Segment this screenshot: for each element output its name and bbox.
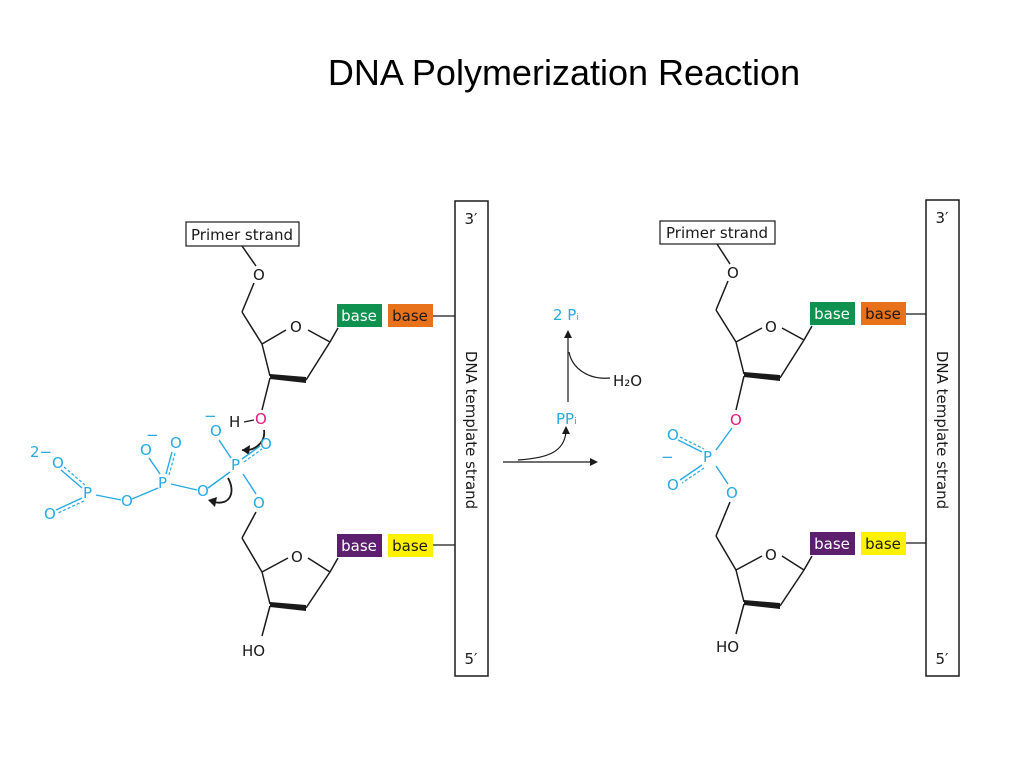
right-lower-base-purple: base: [810, 532, 855, 555]
left-panel: Primer strand O O base base: [30, 200, 489, 677]
left-attacking-oxygen: O: [255, 410, 267, 428]
left-upper-base-orange: base: [388, 304, 433, 327]
left-upper-ring-oxygen: O: [290, 318, 302, 336]
ester-oxygen: O: [726, 484, 738, 502]
left-lower-base-yellow: base: [388, 534, 433, 557]
left-primer-strand-box: Primer strand: [185, 221, 300, 247]
water-label: H₂O: [613, 372, 642, 390]
page-title: DNA Polymerization Reaction: [327, 52, 801, 93]
phosphorus-1: P: [83, 484, 92, 502]
ester-oxygen: O: [253, 494, 265, 512]
phosphate-oxygen: O: [170, 434, 182, 452]
right-bridging-oxygen: O: [730, 411, 742, 429]
reaction-arrow: PPᵢ H₂O 2 Pᵢ: [503, 306, 642, 466]
minus-sign: −: [204, 407, 217, 425]
minus-sign: −: [146, 426, 159, 444]
phosphorus-2: P: [158, 474, 167, 492]
left-lower-ring-oxygen: O: [291, 548, 303, 566]
phosphate-oxygen: O: [210, 422, 222, 440]
phosphate-oxygen: O: [140, 441, 152, 459]
right-lower-base-yellow: base: [861, 532, 906, 555]
left-lower-sugar: O: [261, 548, 339, 637]
left-lower-base-purple: base: [337, 534, 382, 557]
left-template-strand: 3′ 5′ DNA template strand: [454, 200, 489, 677]
template-strand-label: DNA template strand: [462, 351, 480, 509]
template-3prime: 3′: [465, 210, 479, 228]
right-3prime-hydroxyl: HO: [716, 638, 739, 656]
template-5prime: 5′: [936, 650, 950, 668]
base-label: base: [341, 307, 377, 325]
base-label: base: [392, 307, 428, 325]
right-phosphate: O − P O O: [661, 426, 738, 502]
base-label: base: [341, 537, 377, 555]
base-label: base: [392, 537, 428, 555]
left-upper-base-green: base: [337, 304, 382, 327]
template-5prime: 5′: [465, 650, 479, 668]
right-lower-ring-oxygen: O: [765, 546, 777, 564]
right-panel: Primer strand O O base base O O: [659, 199, 960, 677]
base-label: base: [814, 305, 850, 323]
right-phosphorus: P: [703, 448, 712, 466]
right-upper-sugar: O: [735, 318, 813, 411]
pyrophosphate-label: PPᵢ: [556, 410, 577, 428]
phosphate-oxygen: O: [44, 505, 56, 523]
phosphate-oxygen: O: [667, 426, 679, 444]
right-template-strand: 3′ 5′ DNA template strand: [925, 199, 960, 677]
left-upper-sugar: O: [261, 318, 339, 411]
phosphate-product-label: 2 Pᵢ: [553, 306, 579, 324]
minus-sign: −: [661, 448, 674, 466]
template-3prime: 3′: [936, 209, 950, 227]
right-lower-sugar: O: [735, 546, 813, 635]
right-primer-strand-box: Primer strand: [659, 220, 776, 245]
template-strand-label: DNA template strand: [933, 351, 951, 509]
right-link-oxygen: O: [727, 264, 739, 282]
right-upper-ring-oxygen: O: [765, 318, 777, 336]
phosphate-oxygen: O: [260, 435, 272, 453]
left-hydroxyl-h: H: [229, 413, 240, 431]
base-label: base: [865, 535, 901, 553]
left-link-oxygen: O: [253, 266, 265, 284]
phosphate-oxygen: O: [667, 476, 679, 494]
right-primer-strand-label: Primer strand: [666, 224, 768, 242]
base-label: base: [865, 305, 901, 323]
charge-2minus: 2−: [30, 443, 52, 461]
left-primer-strand-label: Primer strand: [191, 226, 293, 244]
right-upper-base-orange: base: [861, 302, 906, 325]
base-label: base: [814, 535, 850, 553]
phosphate-oxygen: O: [52, 454, 64, 472]
left-3prime-hydroxyl: HO: [242, 642, 265, 660]
phosphorus-alpha: P: [231, 456, 240, 474]
bridge-oxygen: O: [121, 492, 133, 510]
bridge-oxygen: O: [197, 482, 209, 500]
right-upper-base-green: base: [810, 302, 855, 325]
left-triphosphate: 2− O P O O − O O P O − O O: [30, 407, 272, 523]
